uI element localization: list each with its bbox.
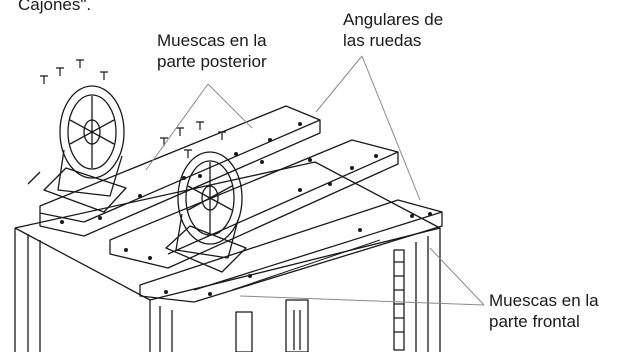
wheel-angles-label: Angulares de las ruedas (343, 9, 443, 51)
front-caster (165, 151, 247, 273)
rear-notches-label-line2: parte posterior (157, 52, 267, 71)
leader-front-notch-2 (239, 295, 485, 306)
leader-rear-notch-2 (207, 83, 253, 129)
wheel-angles-label-line1: Angulares de (343, 10, 444, 29)
rear-notches-label: Muescas en la parte posterior (157, 30, 267, 72)
leader-rear-notch-1 (145, 83, 209, 171)
middle-wheel-angle-bar (109, 139, 399, 269)
front-notches-label: Muescas en la parte frontal (489, 290, 599, 332)
mounting-holes (60, 122, 432, 296)
wheel-angles-label-line2: las ruedas (343, 31, 422, 50)
front-notches-label-line2: parte frontal (489, 312, 580, 331)
leader-wheel-angle-1 (315, 55, 363, 113)
rear-caster (27, 85, 127, 213)
leader-wheel-angle-2 (361, 55, 421, 201)
front-wheel-angle-bar (139, 199, 443, 303)
front-notches-label-line1: Muescas en la (489, 291, 599, 310)
rear-wheel-angle-bar (39, 105, 321, 237)
leader-lines (145, 55, 485, 306)
rear-notches-label-line1: Muescas en la (157, 31, 267, 50)
previous-step-reference: Cajones". (18, 0, 92, 14)
leader-front-notch-1 (429, 247, 485, 306)
screws (40, 59, 226, 158)
